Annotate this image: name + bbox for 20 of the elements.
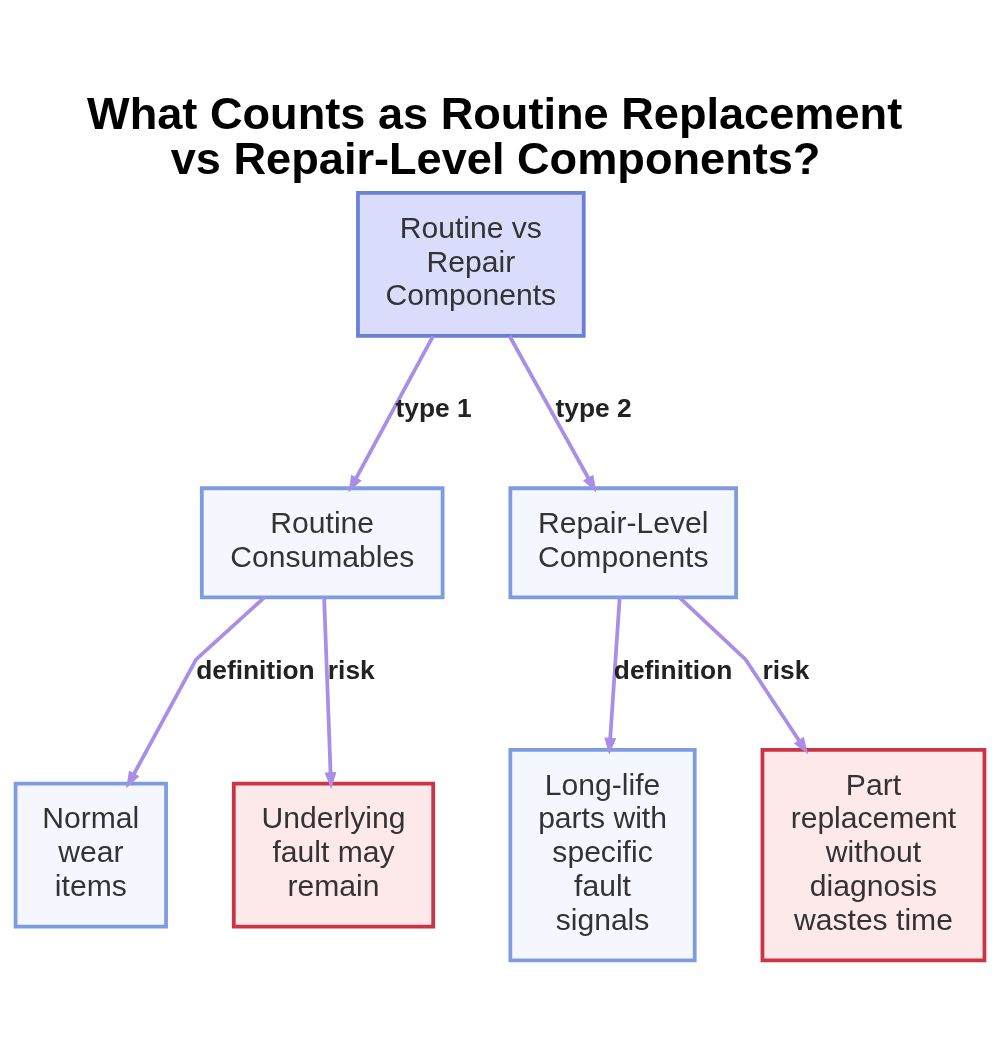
arrow <box>604 597 622 755</box>
node-box: Underlying fault may remain <box>231 781 436 928</box>
node-box: Normal wear items <box>13 781 168 928</box>
arrow <box>322 597 337 789</box>
node-box: Repair-Level Components <box>508 485 738 599</box>
arrow <box>678 595 809 754</box>
arrow <box>126 595 266 788</box>
edge-label: type 2 <box>555 392 632 423</box>
node-box: Long-life parts with specific fault signals <box>508 747 697 962</box>
diagram-title: What Counts as Routine Replacement vs Repair-Level Components? <box>87 87 903 184</box>
node-box: Routine vs Repair Components <box>356 190 586 338</box>
arrow <box>508 334 597 492</box>
edge-label: definition <box>613 654 733 685</box>
edge-label: risk <box>327 654 375 685</box>
arrow <box>348 334 435 493</box>
edge-label: type 1 <box>395 392 472 423</box>
edge-label: risk <box>762 654 810 685</box>
node-box: Part replacement without diagnosis wastes time <box>760 747 987 962</box>
node-box: Routine Consumables <box>199 485 445 599</box>
edge-label: definition <box>196 654 315 685</box>
